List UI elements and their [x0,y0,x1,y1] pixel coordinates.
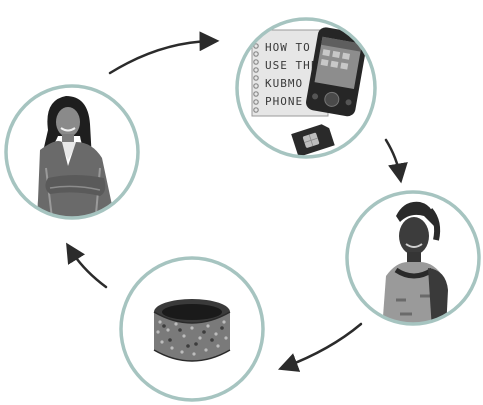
book-line-4: PHONE [265,95,303,108]
book-line-2: USE THE [265,59,318,72]
girl-ring [4,84,140,220]
flow-arrow-4 [66,242,108,289]
flow-arrow-2 [384,138,408,184]
sim-card-icon [291,124,335,157]
book-line-1: HOW TO [265,41,311,54]
node-woman-headscarf [345,190,481,326]
bracelet-photo-icon [153,299,231,362]
woman-photo-icon [382,201,448,324]
phone-ring [235,17,377,159]
book-line-3: KUBMO [265,77,303,90]
node-beaded-bracelet [119,256,265,402]
flow-arrow-3 [277,322,363,372]
girl-photo-icon [37,96,112,218]
woman-ring [345,190,481,326]
bracelet-ring [119,256,265,402]
flow-arrow-1 [108,31,220,75]
mobile-phone-icon [306,27,368,117]
node-phone-manual: HOW TO USE THE KUBMO PHONE [235,17,377,159]
node-girl-smiling [4,84,140,220]
